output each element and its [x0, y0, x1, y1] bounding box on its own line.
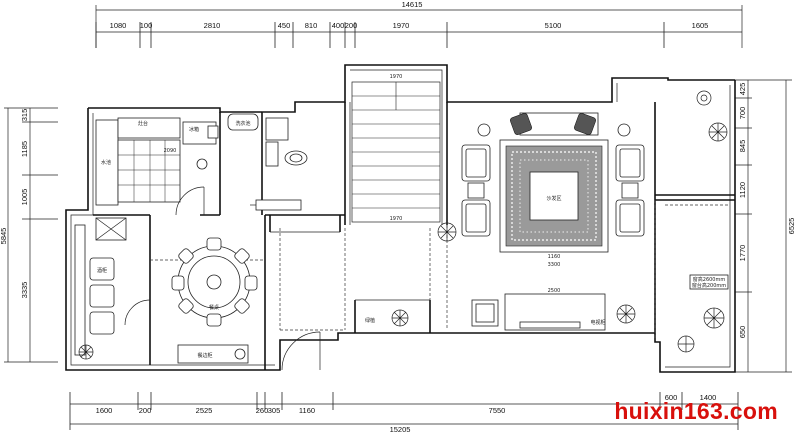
dining-table-label: 餐桌 [209, 304, 219, 311]
bathroom: 洗衣池 [227, 113, 308, 211]
plant-icon [616, 304, 636, 324]
top-dim-8: 1970 [393, 21, 410, 30]
stair-bottom-dim: 1970 [390, 216, 403, 222]
overall-width-top: 14615 [402, 0, 423, 9]
overall-height-left: 5845 [0, 228, 8, 245]
left-dimension-chain: 5845 315 1185 1005 3335 [0, 107, 58, 363]
stair-top-dim: 1970 [390, 74, 403, 80]
washbasin-label: 洗衣池 [235, 120, 250, 127]
bottom-dim-2: 200 [139, 406, 152, 415]
bottom-dimension-chain: 1600 200 2525 260 305 1160 7550 600 1400… [69, 392, 739, 434]
window-note-1: 窗高2600mm [693, 276, 726, 283]
top-dim-6: 400 [332, 21, 345, 30]
sink-label: 水池 [101, 159, 111, 166]
exterior-walls [65, 64, 736, 373]
right-dim-1: 425 [738, 83, 747, 96]
right-dim-5: 1770 [738, 245, 747, 262]
watermark: huixin163.com [614, 398, 778, 424]
plant-icon [708, 122, 728, 142]
right-dim-2: 700 [738, 107, 747, 120]
bottom-dim-3: 2525 [196, 406, 213, 415]
wine-cabinet-area: 酒柜 [74, 224, 115, 360]
bottom-dim-8: 600 [665, 393, 678, 402]
bottom-dim-7: 7550 [489, 406, 506, 415]
kitchen-dim: 2090 [164, 148, 177, 154]
top-dim-3: 2810 [204, 21, 221, 30]
plant-icon [696, 90, 712, 106]
right-dim-3: 845 [738, 140, 747, 153]
top-dim-9: 5100 [545, 21, 562, 30]
window-note-2: 窗台高200mm [692, 282, 726, 289]
overall-height-right: 6525 [787, 218, 796, 235]
balcony: 窗高2600mm 窗台高200mm [677, 90, 729, 353]
tv-cabinet-label: 电视柜 [590, 319, 605, 326]
plant-icon [677, 335, 695, 353]
bottom-dim-5: 305 [268, 406, 281, 415]
side-cabinet-label: 餐边柜 [197, 352, 212, 359]
interior-walls [93, 102, 735, 370]
top-dim-5: 810 [305, 21, 318, 30]
dining-area: 餐桌 餐边柜 [171, 237, 258, 364]
top-dimension-chain: 14615 1080 100 2810 450 810 400 200 1970… [95, 0, 743, 48]
top-dim-10: 1605 [692, 21, 709, 30]
bottom-dim-1: 1600 [96, 406, 113, 415]
plants-label: 绿植 [365, 317, 375, 324]
bottom-dim-4: 260 [256, 406, 269, 415]
stove-label: 灶台 [138, 120, 148, 127]
right-dimension-chain: 6525 425 700 845 1120 1770 650 [735, 79, 796, 373]
doors [124, 299, 321, 371]
bottom-dim-9: 1400 [700, 393, 717, 402]
sofa-area-label: 沙发区 [546, 195, 561, 202]
fridge-label: 冰箱 [189, 126, 199, 133]
wine-cabinet-label: 酒柜 [97, 267, 107, 274]
plant-icon [703, 307, 725, 329]
bottom-dim-6: 1160 [299, 406, 315, 415]
right-dim-6: 650 [738, 326, 747, 339]
left-dim-3: 1005 [20, 189, 29, 206]
plant-icon [437, 222, 457, 242]
overall-width-bottom: 15205 [390, 425, 411, 434]
sofa-dim: 1160 [548, 254, 561, 260]
kitchen: 灶台 冰箱 水池 2090 [95, 117, 219, 241]
left-dim-1: 315 [20, 109, 29, 122]
top-dim-2: 100 [140, 21, 153, 30]
top-dim-7: 200 [345, 21, 358, 30]
plant-icon [78, 344, 94, 360]
right-dim-4: 1120 [738, 182, 747, 198]
staircase: 1970 1970 [351, 74, 441, 223]
top-dim-4: 450 [278, 21, 291, 30]
left-dim-4: 3335 [20, 282, 29, 299]
tv-dim: 2500 [548, 288, 561, 294]
left-dim-2: 1185 [20, 141, 29, 157]
living-room: 沙发区 1160 3300 2500 电视柜 [365, 112, 645, 331]
rug-dim: 3300 [548, 262, 561, 268]
top-dim-1: 1080 [110, 21, 127, 30]
plant-icon [391, 309, 409, 327]
